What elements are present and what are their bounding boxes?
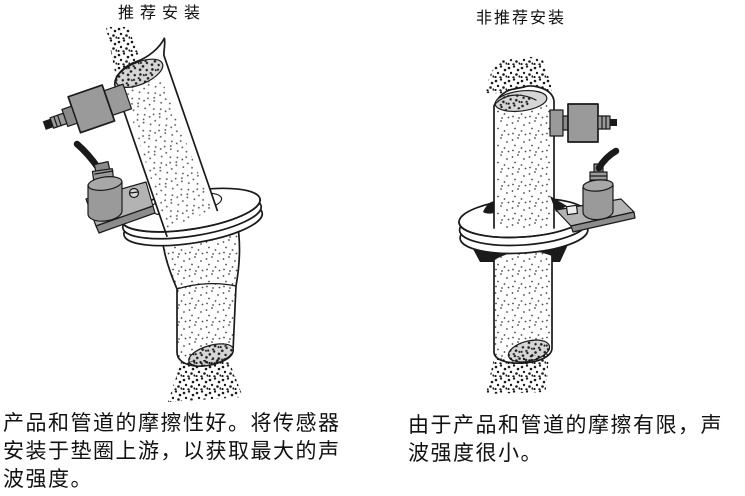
not-recommended-outlet-stream bbox=[486, 354, 549, 394]
not-recommended-pipe-upper bbox=[493, 85, 555, 230]
sensor-body bbox=[582, 183, 614, 221]
figure-not-recommended bbox=[458, 56, 636, 394]
plate-shadow bbox=[550, 196, 567, 212]
washer-hole-shadow-left bbox=[483, 201, 494, 214]
not-recommended-side-sensor bbox=[549, 103, 617, 143]
sensor-cable bbox=[595, 147, 620, 172]
not-recommended-inlet-stream bbox=[486, 56, 552, 94]
recommended-pipe-upper bbox=[42, 37, 219, 238]
left-figure-title: 推荐安装 bbox=[118, 5, 207, 22]
right-figure-title: 非推荐安装 bbox=[476, 10, 567, 27]
recommended-washer-front-rim bbox=[120, 198, 261, 233]
not-recommended-pipe-lower bbox=[493, 250, 553, 364]
connector-tip bbox=[610, 119, 617, 126]
connector-tip bbox=[42, 118, 54, 130]
figure-recommended bbox=[42, 27, 264, 402]
sensor-body bbox=[87, 181, 123, 222]
plate-clip bbox=[565, 204, 579, 216]
not-recommended-pipe-inlet-opening bbox=[494, 89, 548, 113]
left-figure-caption: 产品和管道的摩擦性好。将传感器安装于垫圈上游，以获取最大的声波强度。 bbox=[3, 411, 341, 491]
recommended-bracket-sensor bbox=[73, 140, 156, 234]
not-recommended-bracket-sensor bbox=[550, 147, 636, 233]
right-figure-caption: 由于产品和管道的摩擦有限，声波强度很小。 bbox=[408, 413, 723, 465]
recommended-upstream-sensor bbox=[42, 83, 133, 134]
recommended-outlet-stream bbox=[168, 358, 243, 402]
recommended-pipe-inlet-opening bbox=[115, 58, 164, 88]
